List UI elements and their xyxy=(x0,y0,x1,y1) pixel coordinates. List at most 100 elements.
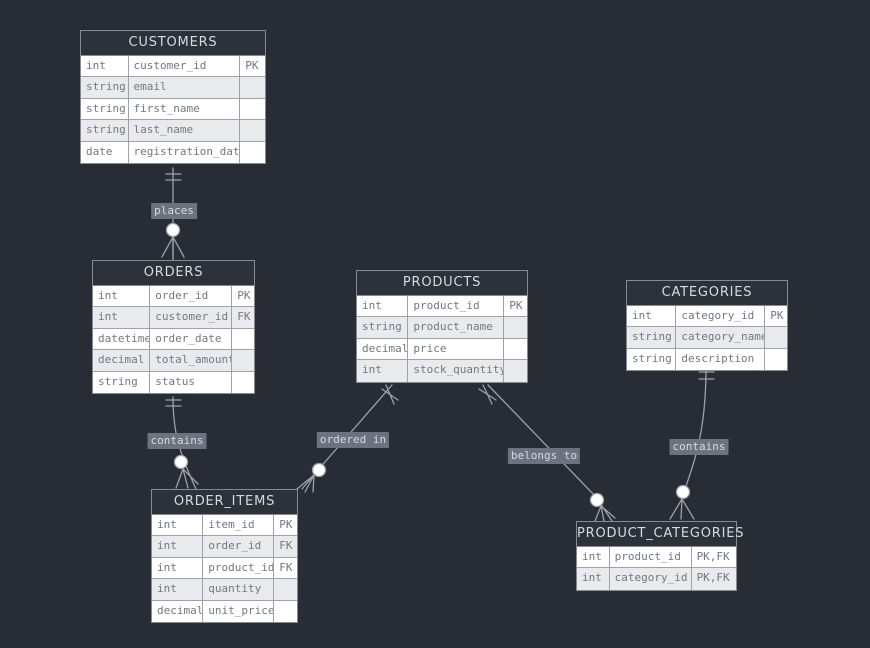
marker-zero-prodcat-a xyxy=(589,492,605,508)
marker-one-categories xyxy=(698,371,715,380)
attribute-type: int xyxy=(577,568,610,590)
attribute-type: int xyxy=(81,56,129,78)
attribute-name: product_id xyxy=(408,296,505,318)
attribute-name: order_id xyxy=(150,286,233,308)
attribute-name: unit_price xyxy=(203,600,275,622)
attribute-name: customer_id xyxy=(150,307,233,329)
attribute-name: product_name xyxy=(408,317,505,339)
attribute-key xyxy=(232,329,254,351)
attribute-key: PK xyxy=(274,515,297,537)
attribute-key xyxy=(232,372,254,393)
marker-zero-orderitems-a xyxy=(173,454,189,470)
marker-one-customers xyxy=(165,173,182,181)
marker-zero-prodcat-b xyxy=(675,484,691,500)
attribute-key xyxy=(504,339,527,361)
marker-many-prodcat-b xyxy=(669,498,695,520)
entity-title: ORDER_ITEMS xyxy=(152,490,297,515)
attribute-key xyxy=(504,360,527,381)
marker-many-orders xyxy=(161,236,185,258)
attribute-type: datetime xyxy=(93,328,151,351)
attribute-type: int xyxy=(93,307,151,329)
attribute-key: PK,FK xyxy=(696,571,730,585)
attribute-name: price xyxy=(408,338,505,361)
relationship-label: belongs to xyxy=(507,448,581,464)
attribute-name: total_amount xyxy=(150,350,233,372)
entity-title: ORDERS xyxy=(93,261,254,286)
attribute-name: stock_quantity xyxy=(408,360,505,382)
marker-many-orderitems-b xyxy=(296,474,315,493)
relationship-label: contains xyxy=(669,439,729,455)
attribute-name: product_id xyxy=(609,547,692,569)
attribute-type: string xyxy=(81,98,129,121)
marker-zero-orderitems-b xyxy=(311,462,327,478)
attribute-name: last_name xyxy=(128,120,241,142)
attribute-name: category_name xyxy=(676,327,766,349)
attribute-type: decimal xyxy=(152,600,204,622)
relationship-label: contains xyxy=(147,433,207,449)
attribute-key: FK xyxy=(232,307,254,329)
relationship-label: ordered in xyxy=(316,432,390,448)
attribute-name: order_date xyxy=(150,328,233,351)
attribute-key: FK xyxy=(274,536,297,558)
entity-title: CATEGORIES xyxy=(627,281,787,306)
marker-zero-orders xyxy=(165,222,181,238)
marker-one-products-b xyxy=(478,384,497,405)
attribute-name: order_id xyxy=(203,536,275,558)
attribute-key: PK xyxy=(232,286,254,308)
attribute-key xyxy=(274,579,297,601)
entity-title: PRODUCT_CATEGORIES xyxy=(577,522,744,547)
attribute-name: category_id xyxy=(610,568,692,590)
entity-title: PRODUCTS xyxy=(357,271,527,296)
attribute-type: string xyxy=(357,317,409,339)
attribute-key: PK xyxy=(765,306,787,328)
attribute-key xyxy=(765,349,787,370)
attribute-key xyxy=(232,350,254,372)
entity-title: CUSTOMERS xyxy=(81,31,265,56)
attribute-name: product_id xyxy=(203,557,275,580)
attribute-name: quantity xyxy=(203,579,275,601)
attribute-key xyxy=(240,120,265,142)
attribute-name: status xyxy=(150,371,233,393)
attribute-type: string xyxy=(81,120,129,142)
attribute-type: int xyxy=(93,286,151,308)
attribute-type: date xyxy=(81,141,129,163)
attribute-name: description xyxy=(676,348,766,371)
attribute-key xyxy=(504,317,527,339)
marker-one-products-a xyxy=(381,384,399,405)
attribute-type: int xyxy=(152,536,204,558)
attribute-name: registration_date xyxy=(129,141,241,163)
attribute-key: PK,FK xyxy=(691,547,736,569)
attribute-name: category_id xyxy=(676,306,766,328)
edge-categories-productcategories xyxy=(683,367,707,493)
attribute-key xyxy=(240,99,265,121)
attribute-type: int xyxy=(152,515,204,537)
marker-one-orders2 xyxy=(165,399,182,407)
attribute-key: PK xyxy=(240,56,265,78)
